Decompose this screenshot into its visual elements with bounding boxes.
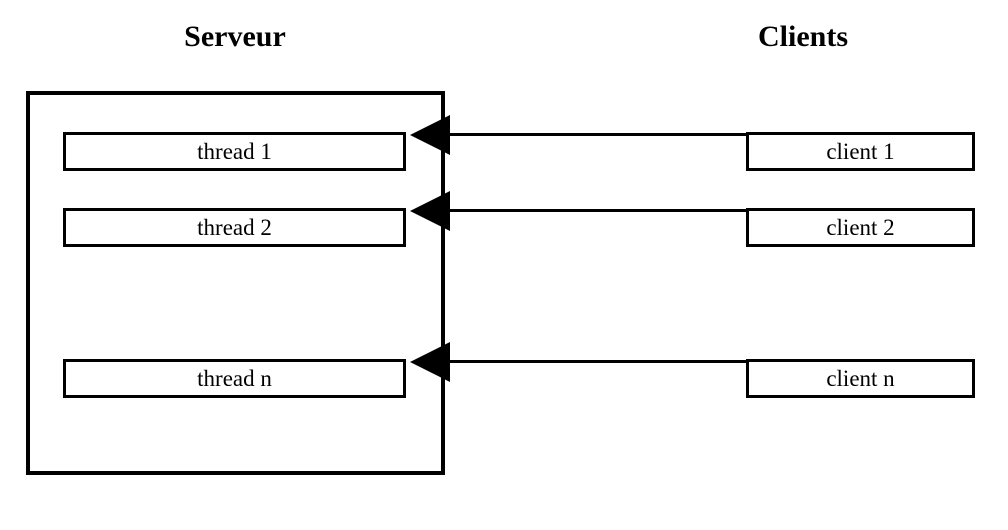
thread-box-2: thread 2 [63, 208, 406, 247]
arrowhead-icon-n [410, 342, 450, 382]
heading-clients: Clients [758, 20, 848, 53]
thread-box-n: thread n [63, 359, 406, 398]
client-box-n: client n [746, 359, 975, 398]
heading-serveur: Serveur [184, 20, 286, 53]
connector-line-n [447, 360, 748, 363]
connector-line-2 [447, 209, 748, 212]
arrowhead-icon-2 [410, 191, 450, 231]
thread-box-1: thread 1 [63, 132, 406, 171]
connector-line-1 [447, 133, 748, 136]
client-box-1: client 1 [746, 132, 975, 171]
arrowhead-icon-1 [410, 115, 450, 155]
server-container-box [26, 91, 445, 475]
client-box-2: client 2 [746, 208, 975, 247]
